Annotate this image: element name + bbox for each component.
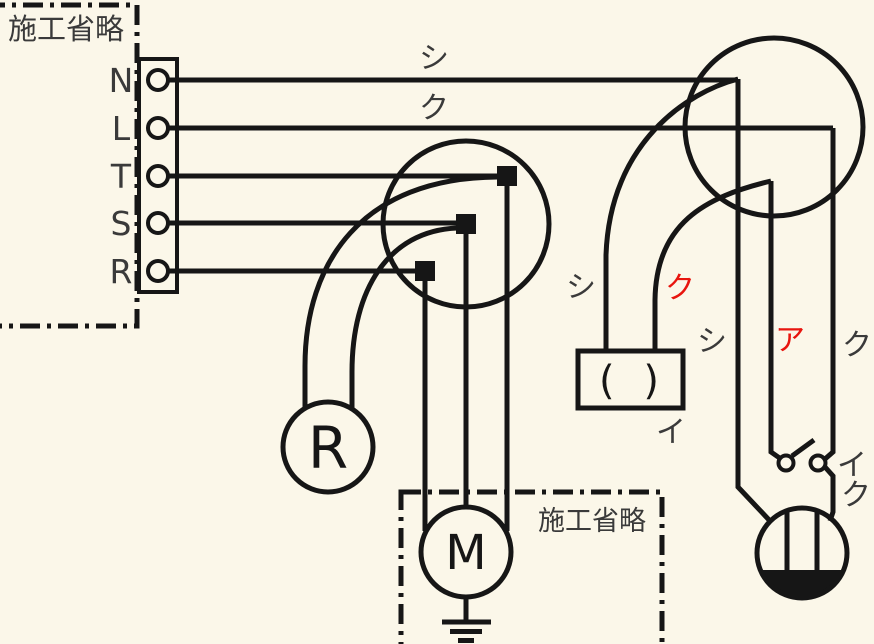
terminal-label-r: R bbox=[110, 252, 133, 291]
switch bbox=[776, 437, 828, 473]
feed-label-shi: シ bbox=[697, 324, 727, 359]
feed-wire-ku bbox=[823, 128, 836, 461]
feed-label-ku: ク bbox=[842, 328, 872, 363]
fixture-circle bbox=[754, 505, 850, 601]
device-cable-label-left: シ bbox=[566, 270, 596, 305]
switch-contact-right bbox=[808, 453, 828, 473]
terminal-screw-l bbox=[146, 116, 170, 140]
omission-label-top: 施工省略 bbox=[8, 12, 124, 46]
motor-omission-box bbox=[398, 489, 665, 644]
feed-wire-shi bbox=[735, 79, 773, 524]
device-wire-shi bbox=[603, 76, 739, 351]
cable-label-l: ク bbox=[419, 91, 449, 126]
switch-circuit-label: イ bbox=[837, 448, 867, 483]
switch-contact-left bbox=[776, 453, 796, 473]
terminal-label-l: L bbox=[112, 109, 131, 148]
switch-cable-label: ク bbox=[841, 478, 871, 513]
motor-letter: M bbox=[445, 525, 486, 581]
device-cable-label-right: ク bbox=[665, 271, 695, 306]
switch-return-wire bbox=[823, 465, 836, 522]
cable-label-n: シ bbox=[419, 41, 449, 76]
blank-device-box bbox=[575, 348, 686, 411]
lamp-wire-to-s bbox=[349, 225, 458, 408]
terminal-label-t: T bbox=[110, 157, 132, 196]
feed-wire-a bbox=[768, 181, 783, 462]
terminal-label-s: S bbox=[111, 204, 132, 243]
square-terminal-s bbox=[456, 214, 476, 234]
square-terminal-t bbox=[497, 166, 517, 186]
terminal-screw-n bbox=[146, 68, 170, 92]
omission-label-bottom: 施工省略 bbox=[538, 506, 646, 537]
right-junction-circle bbox=[682, 35, 866, 219]
terminal-screw-s bbox=[146, 211, 170, 235]
pilot-lamp-letter: R bbox=[308, 414, 348, 482]
terminal-screw-r bbox=[146, 259, 170, 283]
switch-lever bbox=[790, 437, 816, 459]
device-circuit-label: イ bbox=[656, 415, 686, 450]
lamp-wire-to-t bbox=[302, 174, 498, 408]
square-terminal-r bbox=[415, 261, 435, 281]
pilot-lamp-circle bbox=[280, 399, 376, 495]
ground-symbol bbox=[442, 597, 491, 643]
terminal-screw-t bbox=[146, 164, 170, 188]
terminal-label-n: N bbox=[109, 61, 134, 100]
device-wire-ku bbox=[652, 178, 772, 351]
feed-label-a: ア bbox=[775, 323, 805, 358]
blank-device-text: ( ) bbox=[599, 358, 667, 404]
